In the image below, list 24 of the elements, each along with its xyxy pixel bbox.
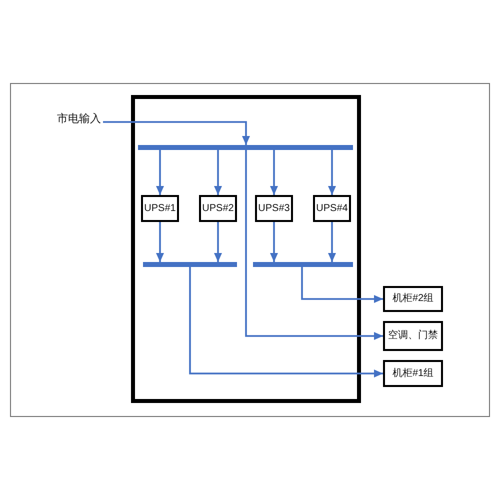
bus-bar [253,262,353,267]
load-box: 空调、门禁 [383,321,443,351]
arrow [328,150,336,195]
arrow [301,267,383,303]
ups-box: UPS#2 [199,195,237,222]
ups-box: UPS#4 [313,195,351,222]
ups-box: UPS#1 [141,195,179,222]
input-label: 市电输入 [57,111,103,125]
ups-box: UPS#3 [255,195,293,222]
arrow [156,150,164,195]
arrow [103,121,250,145]
cabinet-box [131,95,361,403]
bus-bar [138,145,353,150]
arrow [214,222,222,262]
bus-bar [143,262,237,267]
arrow [270,150,278,195]
arrow [270,222,278,262]
load-box: 机柜#1组 [383,360,443,387]
load-box: 机柜#2组 [383,286,443,312]
arrow [156,222,164,262]
arrow [214,150,222,195]
arrow [328,222,336,262]
arrow [189,267,383,378]
arrow [245,150,383,340]
